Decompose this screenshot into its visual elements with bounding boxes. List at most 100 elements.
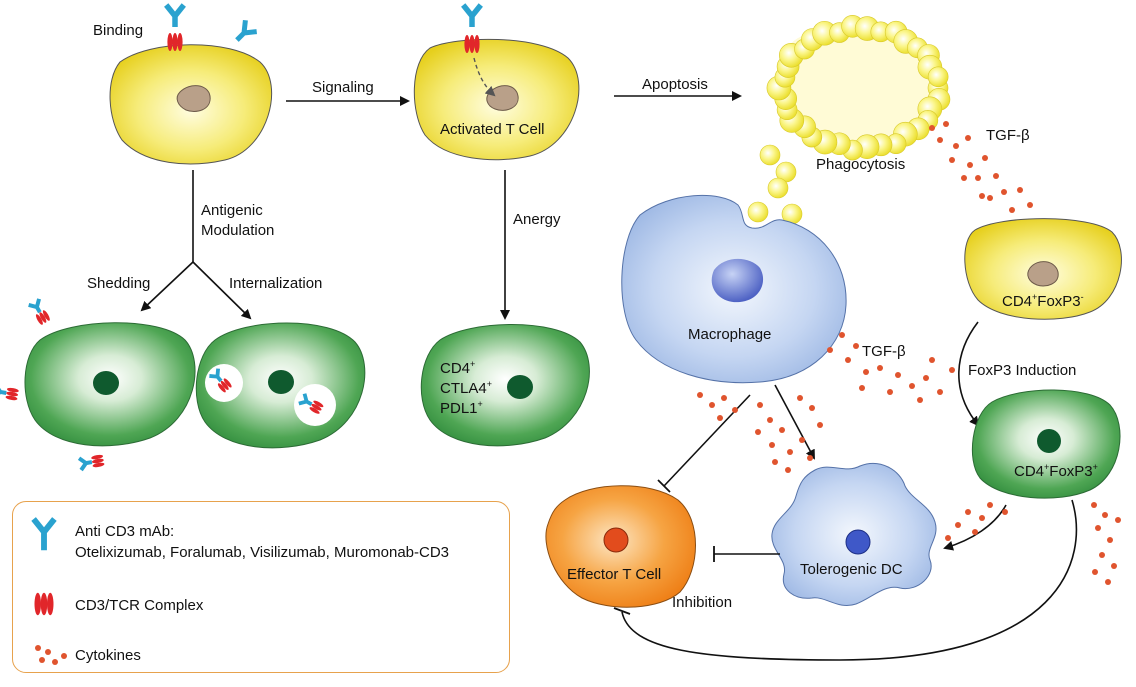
shed-complex-2 (0, 382, 22, 403)
cytokine-dot (975, 175, 981, 181)
label-binding: Binding (93, 22, 144, 39)
cd4-foxp3-pos-nucleus (1037, 429, 1061, 453)
cytokines-macrophage (697, 392, 823, 473)
internalization-cell-nucleus (268, 370, 294, 394)
anergic-cell-nucleus (507, 375, 533, 399)
cytokine-dot (721, 395, 727, 401)
cytokine-dot (979, 515, 985, 521)
cytokine-dot (909, 383, 915, 389)
cytokine-dot (859, 385, 865, 391)
label-inhibition: Inhibition (672, 594, 733, 611)
cytokine-dot (863, 369, 869, 375)
cytokine-dot (877, 365, 883, 371)
macrophage-nucleus (711, 258, 764, 303)
cytokines-tgf-mid (827, 332, 955, 403)
cytokine-dot (807, 455, 813, 461)
label-apoptosis: Apoptosis (642, 76, 708, 93)
label-shedding: Shedding (87, 275, 151, 292)
cytokine-dot (1017, 187, 1023, 193)
label-macrophage: Macrophage (688, 326, 772, 343)
legend-box (12, 501, 510, 673)
cytokine-dot (955, 522, 961, 528)
phagocytosed-fragment (747, 201, 769, 223)
cytokine-dot (717, 415, 723, 421)
macrophage-inhibition-bar (657, 479, 671, 493)
cytokine-dot (949, 157, 955, 163)
label-tgf-beta-top: TGF-β (986, 127, 1030, 144)
cytokine-dot (785, 467, 791, 473)
cytokine-dot (961, 175, 967, 181)
label-anergy: Anergy (513, 211, 561, 228)
shedding-cell-nucleus (93, 371, 119, 395)
label-effector-t-cell: Effector T Cell (567, 566, 662, 583)
effector-t-cell-nucleus (603, 527, 629, 553)
legend-cytokine-icon (35, 645, 67, 665)
apoptotic-fragment (927, 66, 949, 88)
cytokine-dot (987, 195, 993, 201)
cytokine-dot (1091, 502, 1097, 508)
cytokine-dot (1001, 189, 1007, 195)
label-foxp3-induction: FoxP3 Induction (968, 362, 1077, 379)
legend-cytokines-label: Cytokines (75, 647, 141, 664)
binding-bound-antibody (164, 3, 186, 28)
cytokine-dot (1027, 202, 1033, 208)
cytokine-dot (1099, 552, 1105, 558)
cytokine-dot (937, 137, 943, 143)
phagocytosed-fragment (759, 144, 781, 166)
signal-dashed-arrow (473, 57, 496, 97)
cytokine-dot (779, 427, 785, 433)
label-activated-t-cell: Activated T Cell (440, 121, 545, 138)
shed-complex-3 (77, 452, 107, 473)
cytokine-dot (887, 389, 893, 395)
shed-complex-1 (26, 296, 54, 328)
cytokine-dot (809, 405, 815, 411)
cytokine-dot (755, 429, 761, 435)
label-modulation: Modulation (201, 222, 275, 239)
treg-inhibition-curve (621, 499, 1078, 661)
anergic-cell (420, 324, 590, 447)
cytokine-dot (1002, 509, 1008, 515)
cd4-foxp3-neg-nucleus (1027, 261, 1059, 287)
phagocytosed-fragment (767, 177, 789, 199)
cytokine-dot (787, 449, 793, 455)
cytokine-dot (827, 347, 833, 353)
activated-bound-antibody (461, 3, 483, 28)
cytokine-dot (732, 407, 738, 413)
cytokine-dot (917, 397, 923, 403)
cytokine-dot (853, 343, 859, 349)
cytokine-dot (1115, 517, 1121, 523)
cytokine-dot (769, 442, 775, 448)
cytokine-dot (993, 173, 999, 179)
cytokine-dot (1105, 579, 1111, 585)
cytokine-dot (965, 509, 971, 515)
foxp3-induction-arrow (958, 321, 980, 427)
cytokine-dot (697, 392, 703, 398)
cytokine-dot (945, 535, 951, 541)
binding-cell-nucleus (176, 85, 211, 112)
free-antibody-icon (235, 19, 258, 42)
legend-tcr-label: CD3/TCR Complex (75, 597, 204, 614)
cytokine-dot (929, 357, 935, 363)
legend-antibody-names: Otelixizumab, Foralumab, Visilizumab, Mu… (75, 544, 450, 561)
cytokines-treg (945, 502, 1121, 585)
cytokine-dot (845, 357, 851, 363)
cytokine-dot (1111, 563, 1117, 569)
cytokine-dot (797, 395, 803, 401)
macrophage-to-dc-arrow (774, 384, 815, 460)
cytokine-dot (943, 121, 949, 127)
cytokine-dot (817, 422, 823, 428)
activated-tcr-complex (464, 35, 480, 53)
label-ctla4: CTLA4+ (440, 379, 492, 398)
cytokine-dot (982, 155, 988, 161)
shedding-arrow (140, 261, 194, 312)
label-tgf-beta-mid: TGF-β (862, 343, 906, 360)
apoptotic-body (766, 15, 951, 161)
label-cd4-foxp3-pos: CD4+FoxP3+ (1014, 462, 1098, 481)
label-pdl1: PDL1+ (440, 399, 483, 418)
cytokine-dot (979, 193, 985, 199)
cytokine-dot (967, 162, 973, 168)
cytokine-dot (937, 389, 943, 395)
legend-antibody-icon (31, 517, 57, 551)
